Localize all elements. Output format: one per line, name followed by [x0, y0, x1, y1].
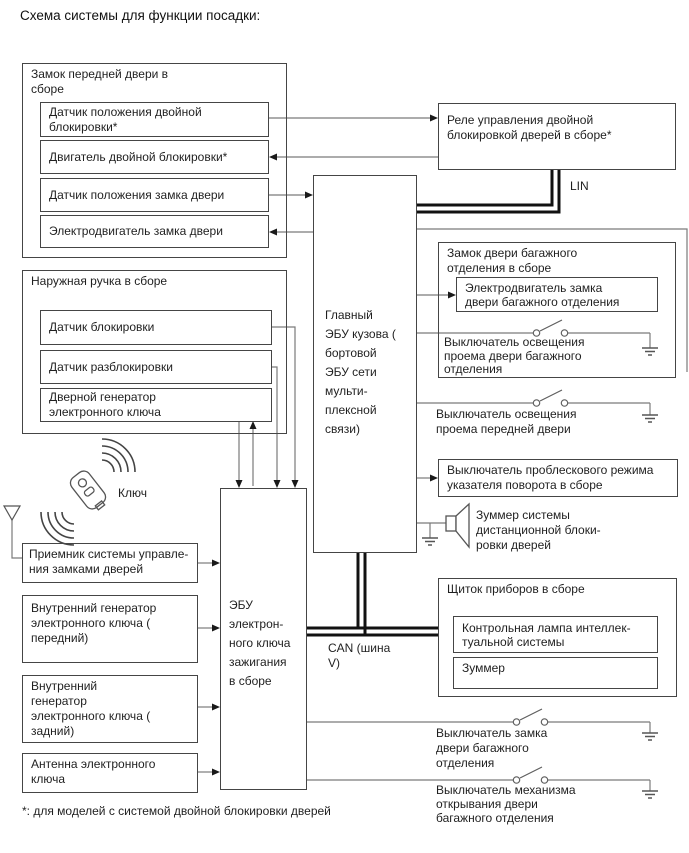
- trunk-lock-switch-icon: [512, 708, 549, 726]
- trunk-light-switch-icon: [532, 319, 569, 337]
- smart-system-lamp-box: Контрольная лампа интеллек- туальной сис…: [453, 616, 658, 653]
- ignition-key-ecu-box: [220, 488, 307, 790]
- main-body-ecu-box: [313, 175, 417, 553]
- door-lock-position-sensor-box: Датчик положения замка двери: [40, 178, 269, 212]
- key-fob-icon: [69, 470, 107, 511]
- trunk-opener-switch-icon: [512, 766, 549, 784]
- speaker-icon: [445, 502, 470, 549]
- double-lock-position-sensor-box: Датчик положения двойной блокировки*: [40, 102, 269, 137]
- lock-sensor-box: Датчик блокировки: [40, 310, 272, 345]
- front-key-oscillator-box: Внутренний генератор электронного ключа …: [22, 595, 198, 663]
- unlock-sensor-box: Датчик разблокировки: [40, 350, 272, 384]
- arrowheads: [212, 114, 456, 776]
- can-bus-label: CAN (шина V): [328, 641, 391, 670]
- trunk-lock-label: Замок двери багажного отделения в сборе: [447, 246, 578, 275]
- remote-lock-buzzer-label: Зуммер системы дистанционной блоки- ровк…: [476, 508, 601, 552]
- antenna-icon: [2, 505, 22, 522]
- ground-icon: [642, 347, 658, 356]
- double-lock-relay-box: Реле управления двойной блокировкой двер…: [438, 103, 676, 170]
- flasher-switch-box: Выключатель проблескового режима указате…: [438, 459, 678, 497]
- ground-icon: [422, 537, 438, 546]
- rear-key-oscillator-box: Внутренний генератор электронного ключа …: [22, 675, 198, 743]
- radio-waves-icon: [40, 438, 136, 546]
- bus-lines: [307, 170, 561, 637]
- lin-bus-line: [417, 170, 554, 207]
- ground-icons: [422, 347, 658, 799]
- outer-handle-label: Наружная ручка в сборе: [31, 274, 168, 288]
- door-lock-receiver-box: Приемник системы управле- ния замками дв…: [22, 543, 198, 583]
- instrument-panel-box: Щиток приборов в сборе: [438, 578, 677, 697]
- front-light-switch-label: Выключатель освещения проема передней дв…: [436, 407, 577, 436]
- door-key-oscillator-box: Дверной генератор электронного ключа: [40, 388, 272, 422]
- lin-bus-line: [417, 170, 561, 214]
- ground-icon: [642, 732, 658, 741]
- key-label: Ключ: [118, 486, 147, 500]
- main-body-ecu-label: Главный ЭБУ кузова ( бортовой ЭБУ сети м…: [325, 308, 396, 436]
- footnote: *: для моделей с системой двойной блокир…: [22, 804, 331, 818]
- ecu-right-rail: [417, 228, 688, 372]
- front-door-lock-label: Замок передней двери в сборе: [31, 67, 169, 96]
- panel-buzzer-box: Зуммер: [453, 657, 658, 689]
- door-lock-motor-box: Электродвигатель замка двери: [40, 215, 269, 248]
- trunk-lock-switch-label: Выключатель замка двери багажного отделе…: [436, 726, 548, 770]
- front-door-lock-box: Замок передней двери в сборе: [22, 63, 287, 258]
- trunk-opener-switch-label: Выключатель механизма открывания двери б…: [436, 783, 576, 825]
- instrument-panel-label: Щиток приборов в сборе: [447, 582, 585, 596]
- trunk-light-switch-label: Выключатель освещения проема двери багаж…: [444, 335, 585, 376]
- ground-icon: [642, 414, 658, 423]
- connector-lines: [11, 117, 688, 791]
- trunk-lock-motor-box: Электродвигатель замка двери багажного о…: [456, 277, 658, 312]
- ignition-key-ecu-label: ЭБУ электрон- ного ключа зажигания в сбо…: [229, 598, 291, 688]
- key-antenna-box: Антенна электронного ключа: [22, 753, 198, 793]
- lin-bus-label: LIN: [570, 179, 589, 193]
- ground-icon: [642, 790, 658, 799]
- trunk-lock-box: Замок двери багажного отделения в сборе: [438, 242, 676, 378]
- front-light-switch-icon: [532, 389, 569, 407]
- outer-handle-box: Наружная ручка в сборе: [22, 270, 287, 434]
- page-title: Схема системы для функции посадки:: [20, 8, 261, 23]
- switch-icons: [512, 319, 569, 784]
- double-lock-motor-box: Двигатель двойной блокировки*: [40, 140, 269, 174]
